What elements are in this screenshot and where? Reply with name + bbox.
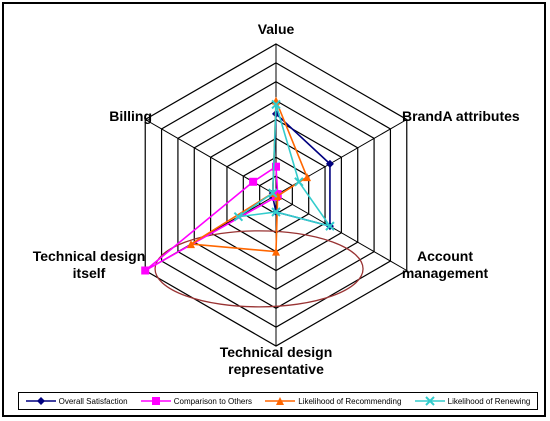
- annotation-ellipse: [154, 230, 364, 308]
- legend-marker-0: [36, 397, 45, 405]
- legend-swatch-3: [414, 396, 445, 406]
- legend-swatch-1: [140, 397, 171, 405]
- series-layer: [141, 96, 335, 275]
- series-1-point-4: [141, 266, 150, 275]
- series-line-2: [188, 100, 309, 253]
- series-1-point-5: [249, 177, 258, 186]
- series-3-point-2: [325, 221, 335, 231]
- axis-label-account-line1: Account: [417, 248, 473, 264]
- axis-label-brand: BrandA attributes: [402, 108, 520, 124]
- legend-label-1: Comparison to Others: [173, 396, 253, 406]
- axis-label-account-line2: management: [402, 265, 489, 281]
- legend-label-3: Likelihood of Renewing: [447, 396, 531, 406]
- chart-frame: Value BrandA attributes Account manageme…: [2, 2, 546, 417]
- legend-item-3: Likelihood of Renewing: [414, 396, 531, 406]
- series-2-point-4: [186, 240, 195, 249]
- legend: Overall Satisfaction Comparison to Others…: [18, 392, 538, 410]
- legend-item-2: Likelihood of Recommending: [265, 396, 401, 406]
- axis-label-tdr-line1: Technical design: [220, 344, 333, 360]
- series-line-1: [144, 165, 279, 272]
- series-1-point-0: [272, 162, 280, 171]
- axis-label-tdr-line2: representative: [228, 361, 324, 377]
- series-2-point-1: [303, 173, 312, 182]
- axis-label-billing: Billing: [109, 108, 152, 124]
- axis-labels: Value BrandA attributes Account manageme…: [33, 21, 520, 377]
- series-3-point-5: [268, 188, 278, 198]
- series-3-point-4: [233, 211, 244, 222]
- legend-marker-1: [151, 397, 160, 405]
- legend-label-0: Overall Satisfaction: [58, 396, 128, 406]
- legend-item-0: Overall Satisfaction: [25, 396, 128, 406]
- series-1: [141, 162, 282, 275]
- axis-label-tdi-line1: Technical design: [33, 248, 146, 264]
- series-0-point-1: [325, 159, 334, 168]
- radar-chart: Value BrandA attributes Account manageme…: [33, 21, 520, 377]
- axis-label-tdi-line2: itself: [73, 265, 106, 281]
- legend-item-1: Comparison to Others: [140, 396, 253, 406]
- legend-swatch-2: [265, 397, 296, 405]
- legend-label-2: Likelihood of Recommending: [298, 396, 402, 406]
- series-3-point-1: [294, 177, 304, 187]
- series-2-point-2: [273, 191, 282, 200]
- series-2-point-3: [272, 247, 280, 256]
- axis-label-value: Value: [258, 21, 295, 37]
- series-3: [233, 99, 335, 231]
- annotation-layer: [154, 230, 364, 308]
- series-3-point-0: [271, 99, 281, 110]
- legend-marker-3: [424, 396, 435, 406]
- series-2: [186, 96, 312, 256]
- legend-swatch-0: [25, 397, 56, 405]
- legend-marker-2: [276, 397, 285, 405]
- series-3-point-3: [271, 207, 281, 217]
- axis-spoke-2: [275, 194, 408, 271]
